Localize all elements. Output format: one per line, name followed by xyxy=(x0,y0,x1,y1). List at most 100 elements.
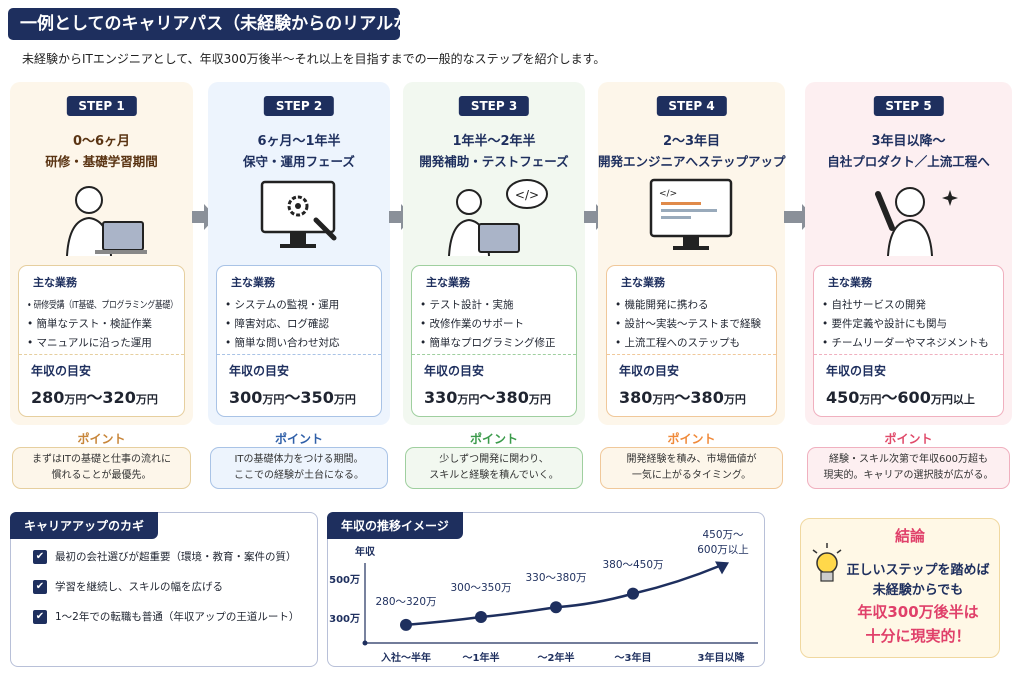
income-low: 300 xyxy=(229,388,263,407)
data-label: 380〜450万 xyxy=(602,559,663,571)
step-details: 主な業務 機能開発に携わる設計〜実装〜テストまで経験上流工程へのステップも 年収… xyxy=(606,265,777,417)
step-badge: STEP 1 xyxy=(66,96,137,116)
duties-label: 主な業務 xyxy=(426,276,470,289)
point-text: 開発経験を積み、市場価値が 一気に上がるタイミング。 xyxy=(600,447,783,489)
duty-item: 簡単なテスト・検証作業 xyxy=(27,315,153,334)
income-high: 380 xyxy=(495,388,529,407)
income-range: 300万円〜350万円 xyxy=(229,388,356,407)
income-low: 380 xyxy=(619,388,653,407)
data-label: 280〜320万 xyxy=(375,596,436,608)
x-tick-label: 〜2年半 xyxy=(538,651,575,664)
key-item: ✔学習を継続し、スキルの幅を広げる xyxy=(33,579,223,594)
income-unit: 万円 xyxy=(652,393,675,406)
income-range: 380万円〜380万円 xyxy=(619,388,746,407)
checkbox-checked-icon: ✔ xyxy=(33,549,47,564)
income-unit: 万円 xyxy=(262,393,285,406)
duty-item: 改修作業のサポート xyxy=(420,315,525,334)
step-phase: 開発エンジニアへステップアップ xyxy=(598,154,786,169)
income-unit: 万円 xyxy=(528,393,551,406)
person-laptop-icon xyxy=(65,186,147,257)
duty-item: チームリーダーやマネジメントも xyxy=(822,334,989,353)
data-label: 600万以上 xyxy=(697,544,749,556)
income-low: 450 xyxy=(826,388,860,407)
conclusion-line: 未経験からでも xyxy=(872,583,964,598)
step-details: 主な業務 システムの監視・運用障害対応、ログ確認簡単な問い合わせ対応 年収の目安… xyxy=(216,265,382,417)
conclusion-line: 十分に現実的！ xyxy=(865,627,971,645)
chart-title: 年収の推移イメージ xyxy=(327,512,463,539)
point-label: ポイント xyxy=(77,432,126,446)
key-item-text: 1〜2年での転職も普通（年収アップの王道ルート） xyxy=(55,611,300,623)
trend-arrowhead-icon xyxy=(715,561,729,575)
step-phase: 開発補助・テストフェーズ xyxy=(419,154,569,169)
income-label: 年収の目安 xyxy=(424,364,485,378)
step-phase: 自社プロダクト／上流工程へ xyxy=(827,154,990,169)
duty-item: 自社サービスの開発 xyxy=(822,296,927,315)
step-details: 主な業務 研修受講（IT基礎、プログラミング基礎）簡単なテスト・検証作業マニュア… xyxy=(18,265,185,417)
x-tick-label: 入社〜半年 xyxy=(381,651,431,664)
income-label: 年収の目安 xyxy=(826,364,887,378)
step-badge: STEP 2 xyxy=(263,96,335,116)
step-period: 6ヶ月〜1年半 xyxy=(257,134,341,149)
key-item: ✔ 1〜2年での転職も普通（年収アップの王道ルート） xyxy=(33,609,299,624)
income-range: 330万円〜380万円 xyxy=(424,388,551,407)
person-cheer-icon xyxy=(874,187,958,257)
monitor-gear-icon xyxy=(260,180,337,248)
lightbulb-icon xyxy=(812,543,842,582)
point-label: ポイント xyxy=(667,432,716,446)
page-title: 一例としてのキャリアパス（未経験からのリアルな流れ） xyxy=(8,8,461,40)
step-phase: 保守・運用フェーズ xyxy=(243,154,355,169)
income-low: 280 xyxy=(31,388,65,407)
income-suffix: 以上 xyxy=(952,393,975,406)
data-point xyxy=(627,587,639,600)
person-code-icon: </> xyxy=(448,179,548,257)
data-point xyxy=(400,618,412,631)
income-label: 年収の目安 xyxy=(619,364,680,378)
duty-item: 簡単な問い合わせ対応 xyxy=(225,334,340,353)
page-subtitle: 未経験からITエンジニアとして、年収300万後半〜それ以上を目指すまでの一般的な… xyxy=(22,52,606,66)
duty-item: 研修受講（IT基礎、プログラミング基礎） xyxy=(27,296,178,315)
axis-origin xyxy=(362,640,368,646)
income-unit: 万円 xyxy=(723,393,746,406)
key-item: ✔最初の会社選びが超重要（環境・教育・案件の質） xyxy=(33,549,297,564)
income-label: 年収の目安 xyxy=(31,364,92,378)
income-unit: 万円 xyxy=(457,393,480,406)
step-details: 主な業務 テスト設計・実施改修作業のサポート簡単なプログラミング修正 年収の目安… xyxy=(411,265,577,417)
step-badge: STEP 4 xyxy=(656,96,727,116)
duty-item: テスト設計・実施 xyxy=(420,296,514,315)
step-period: 2〜3年目 xyxy=(662,134,721,149)
duty-item: マニュアルに沿った運用 xyxy=(27,334,152,353)
income-high: 350 xyxy=(300,388,334,407)
point-label: ポイント xyxy=(469,432,518,446)
y-axis-label: 年収 xyxy=(355,545,376,558)
monitor-code-icon: </> xyxy=(649,178,732,250)
career-keys-title: キャリアアップのカギ xyxy=(10,512,159,539)
step-period: 0〜6ヶ月 xyxy=(72,134,131,149)
duties-label: 主な業務 xyxy=(621,276,665,289)
x-tick-label: 〜1年半 xyxy=(463,651,500,664)
point-text: ITの基礎体力をつける期間。 ここでの経験が土台になる。 xyxy=(210,447,388,489)
point-text: まずはITの基礎と仕事の流れに 慣れることが最優先。 xyxy=(12,447,191,489)
step-phase: 研修・基礎学習期間 xyxy=(45,154,158,169)
point-label: ポイント xyxy=(884,432,933,446)
income-high: 600 xyxy=(897,388,931,407)
income-high: 320 xyxy=(102,388,136,407)
point-text: 経験・スキル次第で年収600万超も 現実的。キャリアの選択肢が広がる。 xyxy=(807,447,1010,489)
duties-label: 主な業務 xyxy=(231,276,275,289)
conclusion-line: 正しいステップを踏めば xyxy=(846,563,990,578)
income-high: 380 xyxy=(690,388,724,407)
checkbox-checked-icon: ✔ xyxy=(33,609,47,624)
step-card-2: STEP 2 6ヶ月〜1年半 保守・運用フェーズ 主な業務 システムの監視・運用… xyxy=(208,82,390,425)
step-badge: STEP 5 xyxy=(873,96,944,116)
step-period: 1年半〜2年半 xyxy=(452,134,536,149)
step-period: 3年目以降〜 xyxy=(871,134,946,149)
key-item-text: 学習を継続し、スキルの幅を広げる xyxy=(55,581,223,593)
duties-label: 主な業務 xyxy=(33,276,77,289)
x-tick-label: 3年目以降 xyxy=(698,651,746,664)
duty-item: 障害対応、ログ確認 xyxy=(225,315,330,334)
data-label: 450万〜 xyxy=(702,529,744,541)
income-unit: 万円 xyxy=(64,393,87,406)
income-range: 280万円〜320万円 xyxy=(31,388,158,407)
income-unit: 万円 xyxy=(333,393,356,406)
